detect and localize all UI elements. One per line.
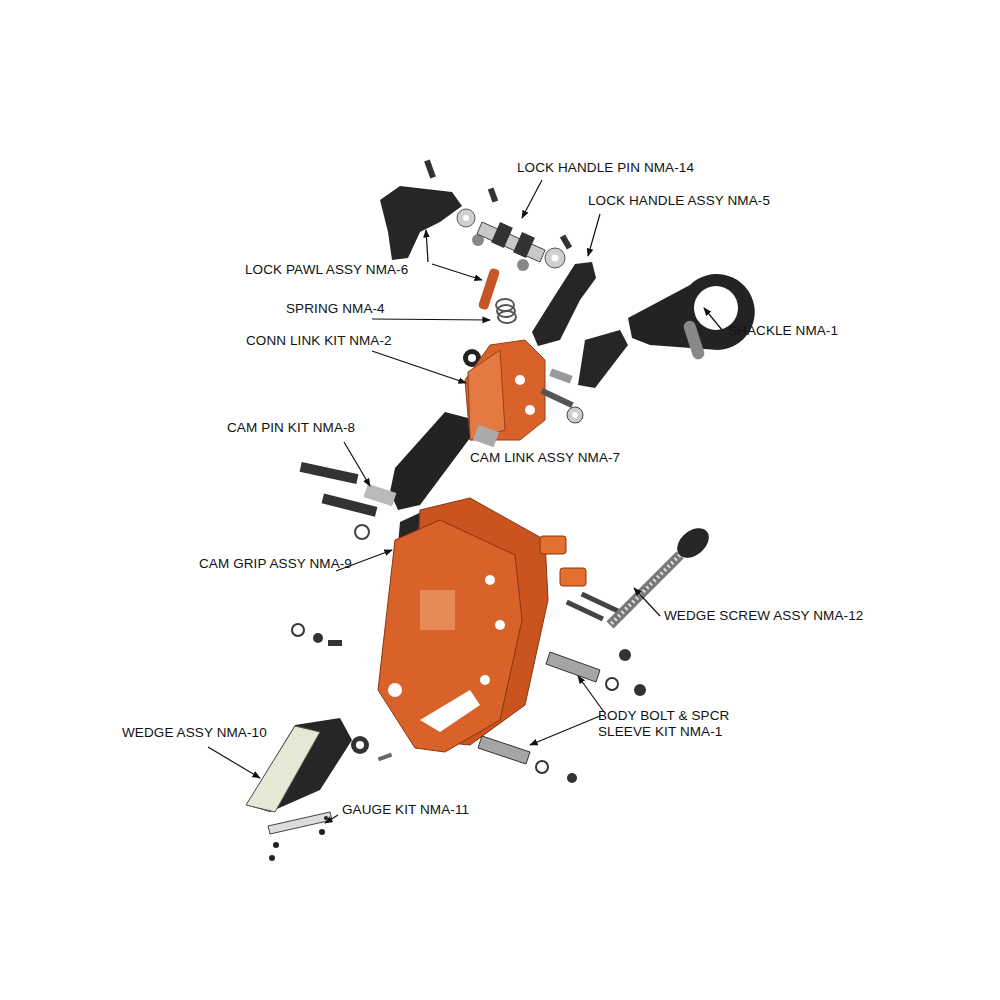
part-label: SPRING NMA-4 (286, 301, 385, 317)
part-label: CAM GRIP ASSY NMA-9 (199, 556, 352, 572)
part-label: BODY BOLT & SPCR SLEEVE KIT NMA-1 (598, 708, 758, 740)
part-label: WEDGE ASSY NMA-10 (122, 725, 267, 741)
part-label: LOCK HANDLE ASSY NMA-5 (588, 193, 770, 209)
part-label: WEDGE SCREW ASSY NMA-12 (664, 608, 863, 624)
part-label: CONN LINK KIT NMA-2 (246, 333, 392, 349)
part-label: GAUGE KIT NMA-11 (342, 802, 469, 818)
part-label: LOCK HANDLE PIN NMA-14 (517, 160, 694, 176)
part-label: CAM PIN KIT NMA-8 (227, 420, 355, 436)
part-label: CAM LINK ASSY NMA-7 (470, 450, 620, 466)
part-label: SHACKLE NMA-1 (728, 323, 838, 339)
part-label: LOCK PAWL ASSY NMA-6 (245, 262, 408, 278)
